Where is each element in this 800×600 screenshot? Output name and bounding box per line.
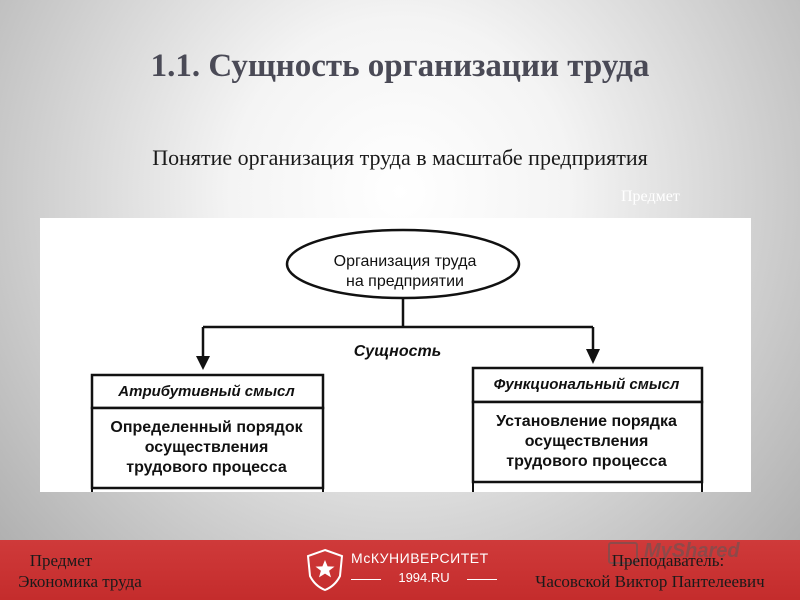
footer-teacher: Преподаватель: Часовской Виктор Пантелее…: [500, 550, 800, 592]
university-logo: МсКУНИВЕРСИТЕТ 1994.RU: [305, 548, 505, 592]
watermark: MyShared: [644, 540, 740, 562]
slide-title: 1.1. Сущность организации труда: [150, 48, 650, 84]
footer-subject: Предмет Экономика труда: [0, 550, 160, 592]
right-box-header-label: Функциональный смысл: [493, 376, 680, 393]
ghost-label: Предмет: [621, 188, 680, 205]
root-node-label: Организация труда на предприятии: [333, 253, 477, 290]
footer-subject-value: Экономика труда: [18, 572, 142, 591]
footer-teacher-name: Часовской Виктор Пантелеевич: [535, 572, 765, 591]
connector-label: Сущность: [353, 343, 442, 360]
left-box-body: [90, 406, 325, 490]
right-box-body: [471, 400, 704, 484]
footer-subject-label: Предмет: [29, 551, 93, 570]
footer-bar: Предмет Экономика труда МсКУНИВЕРСИТЕТ 1…: [0, 540, 800, 600]
left-box-header-label: Атрибутивный смысл: [118, 383, 295, 400]
left-box-header: [90, 373, 325, 410]
organization-diagram: Организация труда на предприятии Сущност…: [40, 218, 751, 492]
left-arrowhead: [196, 356, 210, 370]
logo-site: 1994.RU: [351, 570, 497, 585]
logo-name: МсКУНИВЕРСИТЕТ: [351, 550, 489, 566]
right-box-body-text: Установление порядка осуществления трудо…: [496, 413, 677, 470]
right-arrowhead: [586, 349, 600, 364]
shield-icon: [306, 548, 344, 592]
slide-subtitle: Понятие организация труда в масштабе пре…: [152, 145, 648, 170]
left-box-body-text: Определенный порядок осуществления трудо…: [110, 419, 303, 476]
presentation-icon: [608, 542, 638, 564]
footer-teacher-label: Преподаватель:: [611, 551, 725, 570]
diagram-lines: [90, 228, 704, 492]
